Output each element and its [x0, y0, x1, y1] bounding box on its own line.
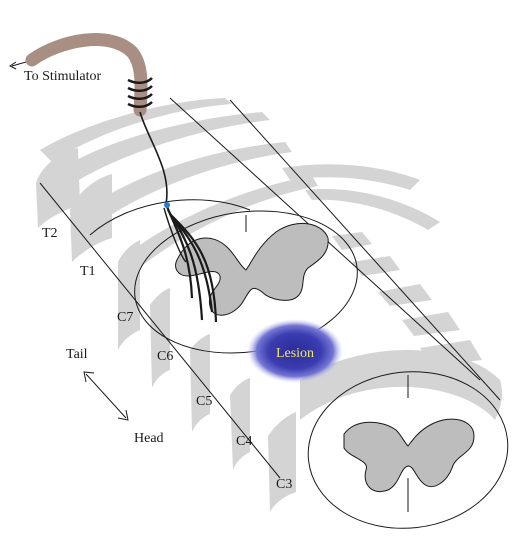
tail-label: Tail	[66, 347, 88, 362]
lead-junction-marker	[164, 202, 170, 208]
stimulator-arrow-icon	[10, 62, 26, 69]
segment-label-c6: C6	[157, 349, 173, 364]
right-vertebral-bands	[300, 232, 502, 420]
head-label: Head	[134, 431, 164, 446]
segment-label-t2: T2	[42, 226, 58, 241]
stimulator-label: To Stimulator	[24, 69, 102, 84]
segment-label-c7: C7	[117, 310, 133, 325]
lesion-label: Lesion	[276, 346, 314, 361]
segment-label-c3: C3	[276, 477, 292, 492]
gray-matter-lower	[344, 419, 474, 491]
segment-label-c5: C5	[196, 394, 212, 409]
gray-matter-upper	[176, 223, 329, 315]
segment-label-t1: T1	[80, 264, 96, 279]
segment-label-c4: C4	[236, 434, 252, 449]
orientation-arrow-icon	[84, 372, 128, 420]
